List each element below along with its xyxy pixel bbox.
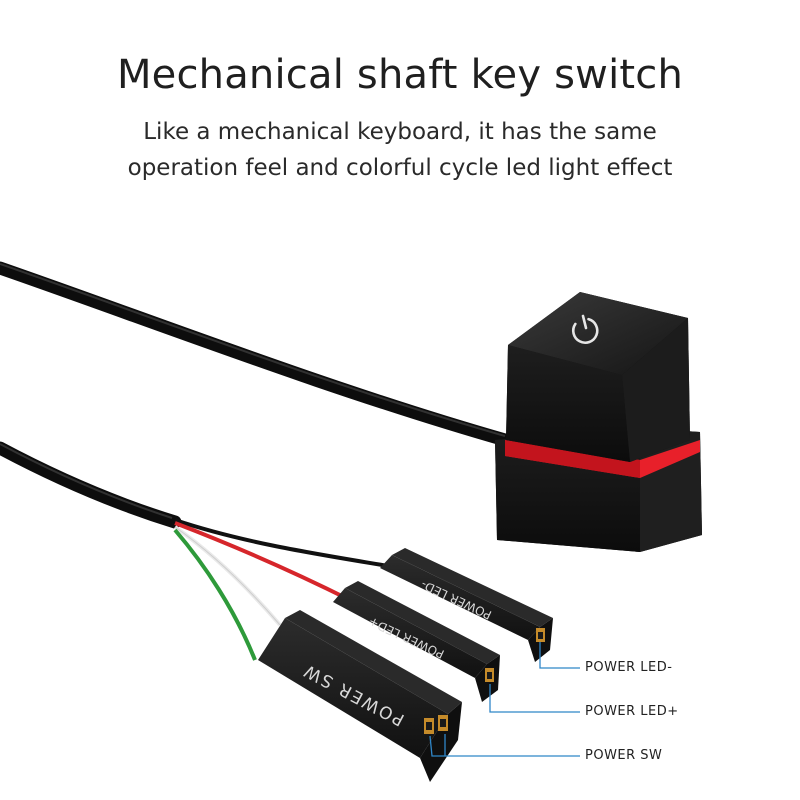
callout-power-led-minus: POWER LED- bbox=[585, 660, 673, 675]
cable-upper bbox=[0, 261, 512, 447]
callout-lines bbox=[429, 642, 580, 757]
cable-lower bbox=[0, 441, 182, 529]
key-cap[interactable] bbox=[506, 292, 690, 462]
power-icon bbox=[572, 314, 599, 344]
wire-white bbox=[173, 525, 282, 627]
callout-power-led-plus: POWER LED+ bbox=[585, 704, 679, 719]
page-title: Mechanical shaft key switch bbox=[116, 52, 684, 98]
callout-power-sw: POWER SW bbox=[585, 748, 663, 763]
wire-green bbox=[173, 528, 257, 661]
wire-red bbox=[174, 521, 351, 602]
wire-black bbox=[174, 518, 401, 570]
subtitle-line-1: Like a mechanical keyboard, it has the s… bbox=[143, 119, 657, 145]
led-ring bbox=[505, 440, 700, 478]
connector-power-led-minus: POWER LED- bbox=[380, 548, 553, 662]
subtitle-line-2: operation feel and colorful cycle led li… bbox=[127, 155, 673, 181]
subtitle: Like a mechanical keyboard, it has the s… bbox=[0, 114, 800, 186]
